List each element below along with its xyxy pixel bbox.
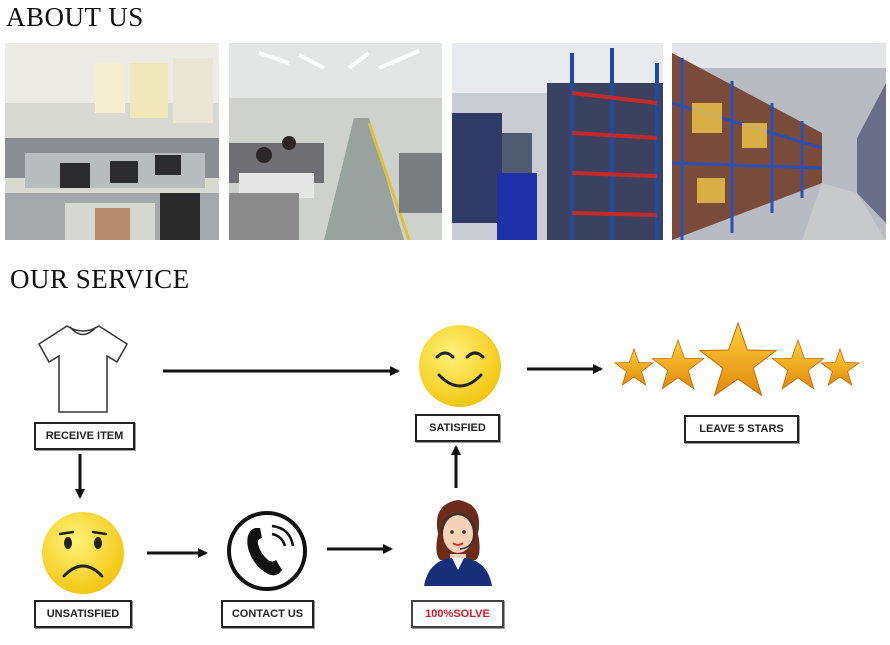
about-us-heading: ABOUT US — [6, 2, 144, 32]
leave-5-stars-label: LEAVE 5 STARS — [684, 415, 799, 443]
100-solve-label: 100%SOLVE — [411, 600, 504, 628]
sad-face-icon — [42, 512, 124, 594]
support-agent-icon — [424, 500, 492, 586]
storage-racks-photo — [452, 43, 663, 240]
receive-item-label: RECEIVE ITEM — [34, 422, 135, 450]
t-shirt-icon — [38, 325, 128, 413]
five-stars-icon — [602, 315, 862, 405]
our-service-heading: OUR SERVICE — [10, 264, 190, 294]
contact-us-label: CONTACT US — [221, 600, 314, 628]
unsatisfied-label: UNSATISFIED — [34, 600, 132, 628]
phone-icon — [227, 511, 307, 591]
sewing-workshop-photo — [229, 43, 442, 240]
satisfied-label: SATISFIED — [415, 414, 500, 442]
warehouse-aisle-photo — [672, 43, 886, 240]
office-photo — [5, 43, 219, 240]
happy-face-icon — [419, 325, 501, 407]
